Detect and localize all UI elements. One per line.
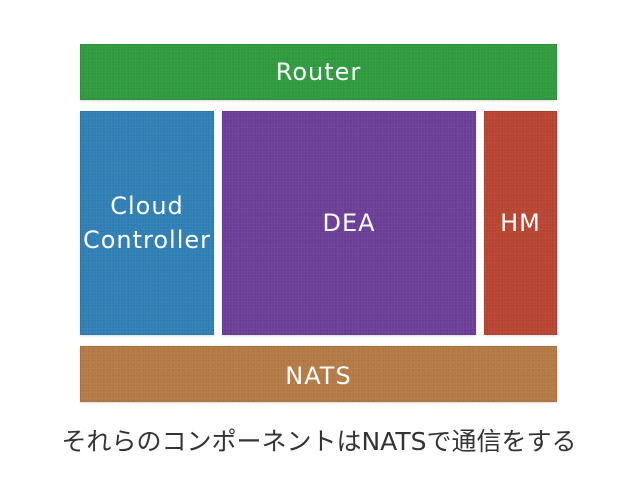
caption-text: それらのコンポーネントはNATSで通信をする bbox=[61, 427, 577, 456]
dea-block: DEA bbox=[222, 111, 476, 335]
dea-label: DEA bbox=[322, 209, 376, 237]
hm-block: HM bbox=[484, 111, 557, 335]
nats-block: NATS bbox=[80, 346, 557, 402]
cloud-controller-label: Cloud Controller bbox=[82, 192, 212, 254]
nats-label: NATS bbox=[285, 362, 352, 390]
cloud-controller-block: Cloud Controller bbox=[80, 111, 214, 335]
router-block: Router bbox=[80, 44, 557, 100]
router-label: Router bbox=[275, 58, 362, 86]
hm-label: HM bbox=[500, 209, 541, 237]
